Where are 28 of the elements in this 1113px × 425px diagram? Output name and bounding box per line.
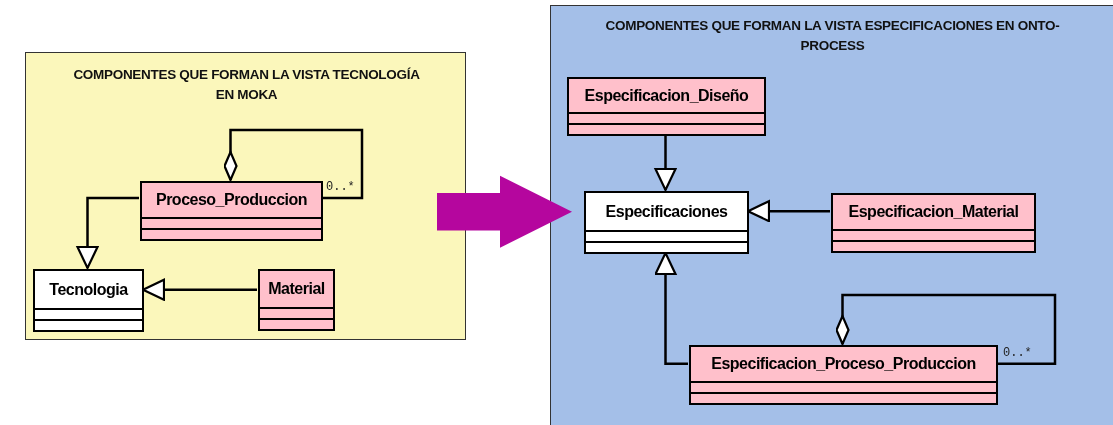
class-name: Especificacion_Proceso_Produccion: [710, 354, 977, 374]
class-name: Especificacion_Diseño: [583, 85, 750, 106]
class-name: Especificacion_Material: [847, 202, 1020, 222]
class-name: Especificaciones: [604, 201, 729, 222]
generalization-arrow: [76, 196, 139, 270]
panel-title: COMPONENTES QUE FORMAN LA VISTA TECNOLOGÍA EN MOKA: [72, 66, 421, 104]
view-panel: [550, 5, 1113, 425]
view-panel: [25, 52, 466, 340]
class-name: Tecnologia: [48, 279, 130, 300]
uml-class-box: [140, 181, 323, 241]
uml-class-box: [567, 77, 766, 136]
generalization-arrow: [654, 251, 688, 366]
uml-class-box: [258, 269, 335, 331]
generalization-arrow: [746, 200, 830, 223]
panel-title: COMPONENTES QUE FORMAN LA VISTA ESPECIFICACIONES EN ONTO-PROCESS: [604, 17, 1061, 55]
uml-class-box: [584, 191, 749, 254]
aggregation-line: [835, 293, 1057, 366]
multiplicity-label: 0..*: [326, 180, 355, 194]
uml-class-box: [33, 269, 144, 332]
class-name: Material: [267, 279, 326, 299]
aggregation-line: [223, 128, 364, 200]
multiplicity-label: 0..*: [1003, 345, 1032, 360]
uml-class-box: [831, 193, 1036, 253]
block-arrow: [437, 175, 572, 248]
generalization-arrow: [654, 135, 677, 192]
generalization-arrow: [141, 278, 257, 301]
class-name: Proceso_Produccion: [154, 190, 308, 210]
uml-class-box: [689, 345, 998, 405]
